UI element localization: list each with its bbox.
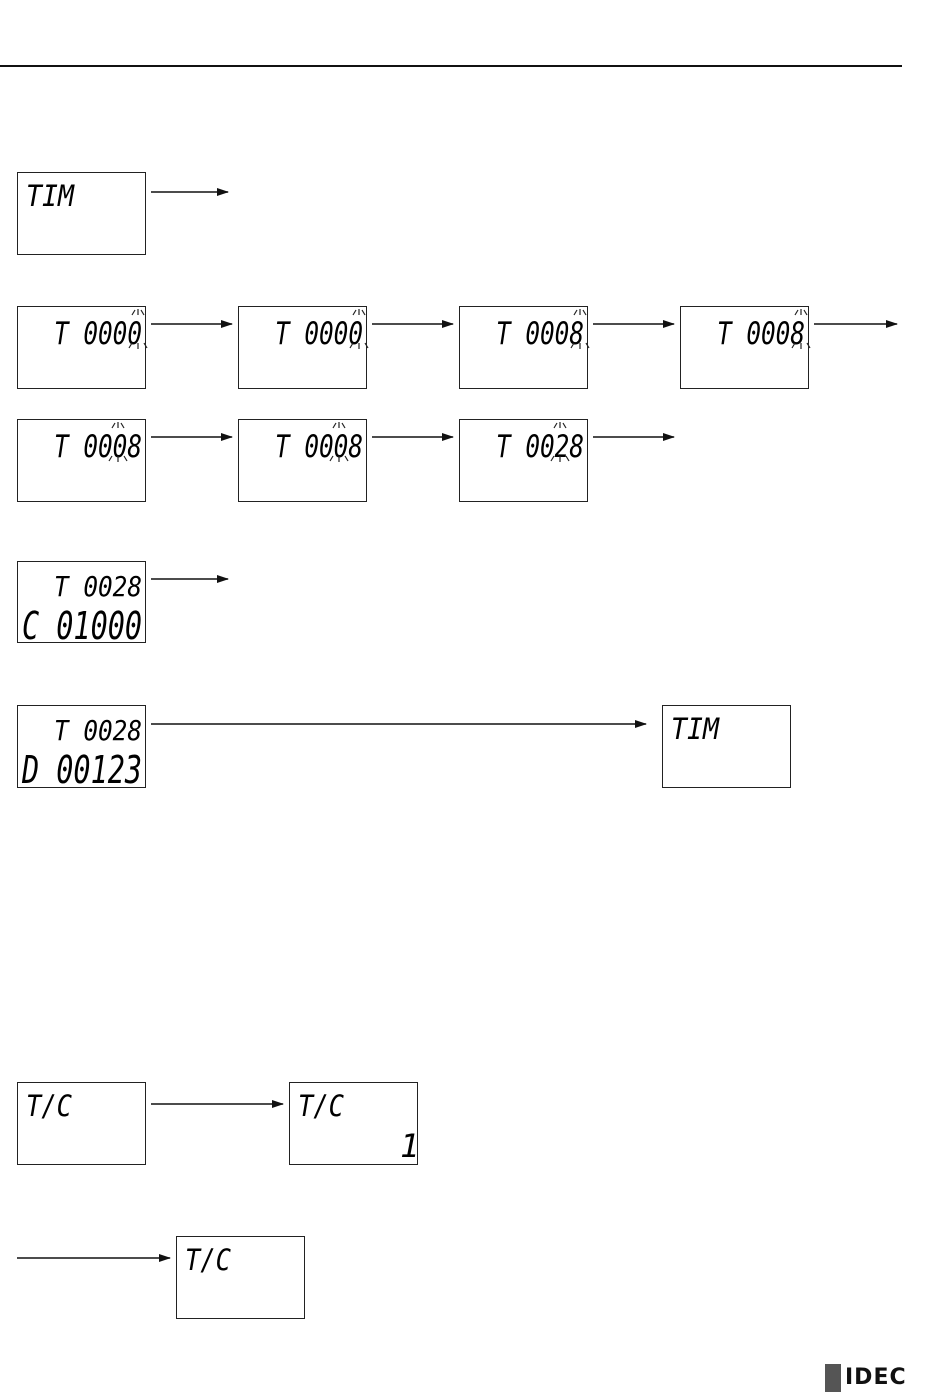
header-rule: [0, 65, 902, 67]
lcd-display: TIM: [663, 706, 792, 789]
lcd-line2-text: 1: [400, 1127, 419, 1165]
idec-logo: IDEC: [825, 1364, 907, 1392]
lcd-display: T 0028: [460, 420, 589, 503]
lcd-line1-text: T 0000: [54, 316, 142, 352]
lcd-line2-text: C 01000: [22, 604, 142, 648]
lcd-display: T 0000: [18, 307, 147, 390]
lcd-line1-text: T 0028: [54, 570, 142, 603]
lcd-display: T 0028 C 01000: [18, 562, 147, 644]
lcd-display: T 0008: [239, 420, 368, 503]
lcd-display: T 0000: [239, 307, 368, 390]
lcd-line1-text: T 0008: [54, 429, 142, 465]
logo-text: IDEC: [843, 1364, 907, 1392]
lcd-display: T 0028 D 00123: [18, 706, 147, 789]
lcd-line1-text: T 0000: [275, 316, 363, 352]
lcd-line1-text: T/C: [26, 1089, 72, 1123]
lcd-screen-t0028-current: T 0028 D 00123: [17, 705, 146, 788]
lcd-line1-text: TIM: [26, 179, 75, 213]
lcd-screen-tc-1: T/C: [17, 1082, 146, 1165]
lcd-line1-text: T 0028: [54, 714, 142, 747]
lcd-screen-tim: TIM: [17, 172, 146, 255]
lcd-line1-text: T 0008: [275, 429, 363, 465]
lcd-line1-text: T/C: [298, 1089, 344, 1123]
lcd-screen-t0028-preset: T 0028 C 01000: [17, 561, 146, 643]
lcd-display: T 0008: [681, 307, 810, 390]
lcd-display: T 0008: [460, 307, 589, 390]
lcd-screen-tim-result: TIM: [662, 705, 791, 788]
lcd-screen-t0008-b: T 0008: [680, 306, 809, 389]
lcd-screen-tc-2: T/C 1: [289, 1082, 418, 1165]
lcd-display: T/C: [177, 1237, 306, 1320]
lcd-line1-text: T 0008: [496, 316, 584, 352]
lcd-screen-t0008-a: T 0008: [459, 306, 588, 389]
lcd-display: T/C: [18, 1083, 147, 1166]
lcd-screen-t0008-d: T 0008: [238, 419, 367, 502]
lcd-line1-text: T/C: [185, 1243, 231, 1277]
lcd-screen-tc-3: T/C: [176, 1236, 305, 1319]
lcd-screen-t0000-b: T 0000: [238, 306, 367, 389]
lcd-screen-t0028: T 0028: [459, 419, 588, 502]
lcd-display: TIM: [18, 173, 147, 256]
lcd-line1-text: T 0008: [717, 316, 805, 352]
lcd-screen-t0008-c: T 0008: [17, 419, 146, 502]
lcd-line2-text: D 00123: [21, 748, 142, 792]
lcd-display: T/C 1: [290, 1083, 419, 1166]
lcd-display: T 0008: [18, 420, 147, 503]
lcd-screen-t0000-a: T 0000: [17, 306, 146, 389]
logo-mark-icon: [825, 1364, 841, 1392]
lcd-line1-text: T 0028: [496, 429, 584, 465]
lcd-line1-text: TIM: [671, 712, 720, 746]
